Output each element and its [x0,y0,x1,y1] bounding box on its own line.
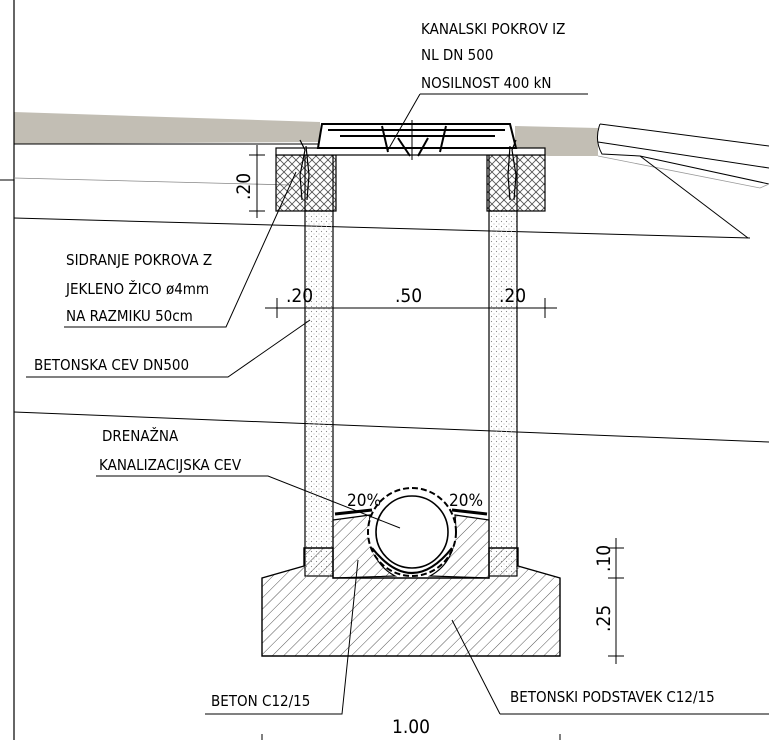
dim-base-width: 1.00 [392,716,430,738]
dim-bottom-ticks [261,734,561,740]
leader-anchor [64,171,297,328]
ground-line-2 [13,177,291,186]
dim-collar-height: .20 [233,173,255,200]
dim-width-ticks [276,298,546,318]
drain-pipe-inner [375,495,449,569]
leader-drain [96,475,401,529]
drain-label-line2: KANALIZACIJSKA CEV [99,456,242,474]
drain-label-line1: DRENAŽNA [102,426,179,445]
cover-label-line1: KANALSKI POKROV IZ [421,20,565,38]
collar-top-plate [275,147,546,156]
leader-podstavek [451,619,769,715]
leader-pipe [26,319,311,378]
dim-inner-width: .50 [395,285,422,307]
dim-wall-left: .20 [286,285,313,307]
anchor-label-line1: SIDRANJE POKROVA Z [66,251,212,269]
cover-label-line2: NL DN 500 [421,46,493,64]
collar-left [275,154,337,212]
curb [596,123,769,185]
anchor-wire-right [507,139,517,201]
slope-line-right [451,508,488,516]
dim-base-ticks [608,547,624,657]
curb-shadow [597,155,769,189]
ground-line-4 [13,411,769,443]
slope-left-label: 20% [347,491,381,511]
anchor-label-line2: JEKLENO ŽICO ø4mm [65,279,209,298]
pipe-wall-right [488,210,518,577]
drain-pipe-bed [371,547,453,574]
leader-cover [387,93,588,151]
pipe-wall-left [304,210,334,577]
cover-label-line3: NOSILNOST 400 kN [421,74,552,92]
ground-line-3 [13,217,751,239]
collar-right [486,154,546,212]
dim-step-height: .10 [593,545,615,572]
dim-wall-right: .20 [499,285,526,307]
manhole-cover [316,123,518,157]
anchor-wire-left [299,139,310,201]
anchor-label-line3: NA RAZMIKU 50cm [66,307,193,325]
pipe-dn500-label: BETONSKA CEV DN500 [34,356,189,374]
slope-line-left [334,508,373,516]
podstavek-label: BETONSKI PODSTAVEK C12/15 [510,688,715,706]
slope-right-label: 20% [449,491,483,511]
leader-curb [639,155,749,239]
beton-label: BETON C12/15 [211,692,310,710]
dim-base-height: .25 [593,605,615,632]
road-asphalt [14,112,320,144]
leader-beton [205,559,359,715]
